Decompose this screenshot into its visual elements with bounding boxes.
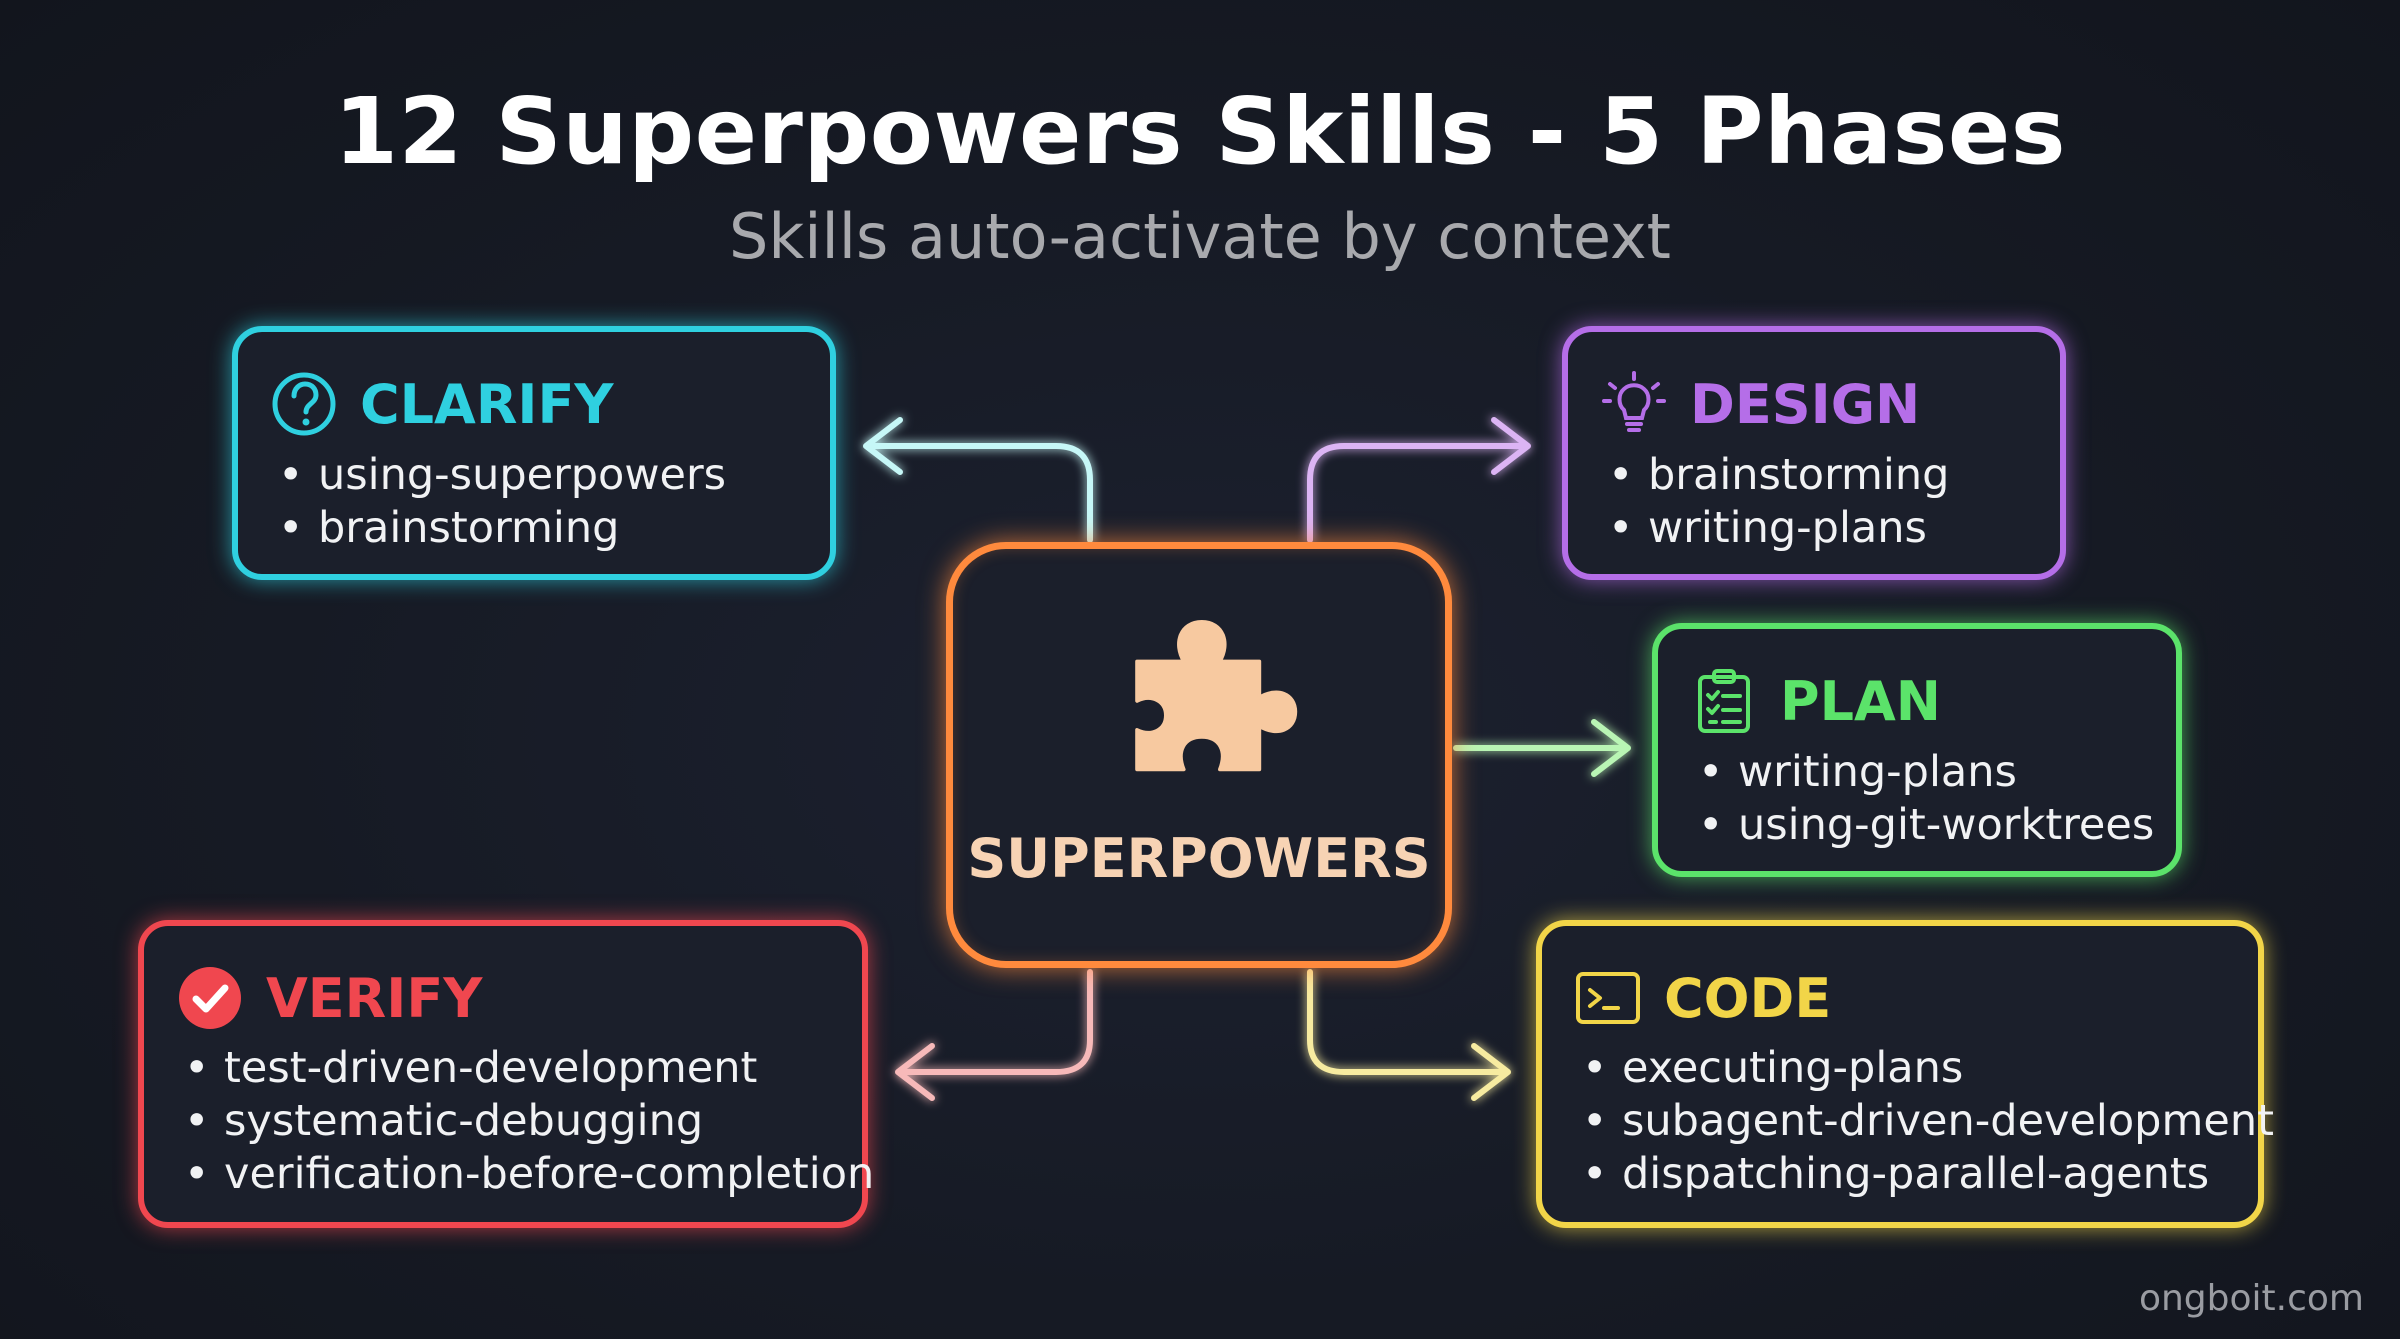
arrow-to-design [1307, 443, 1525, 543]
skill-item: brainstorming [1608, 449, 1949, 502]
check-circle-icon [176, 964, 244, 1032]
skill-list-design: brainstorming writing-plans [1608, 449, 1949, 555]
phase-title-clarify: CLARIFY [360, 372, 614, 436]
phase-card-code: CODE executing-plans subagent-driven-dev… [1536, 920, 2274, 1228]
center-label: SUPERPOWERS [967, 827, 1431, 890]
terminal-icon [1574, 964, 1642, 1032]
skill-item: writing-plans [1608, 502, 1949, 555]
clipboard-checklist-icon [1690, 667, 1758, 735]
skill-item: test-driven-development [184, 1042, 874, 1095]
skill-item: brainstorming [278, 502, 726, 555]
skill-item: using-git-worktrees [1698, 799, 2154, 852]
skill-list-plan: writing-plans using-git-worktrees [1698, 746, 2154, 852]
center-node: SUPERPOWERS [946, 542, 1452, 968]
phase-card-clarify: CLARIFY using-superpowers brainstorming [232, 326, 836, 580]
phase-title-plan: PLAN [1780, 669, 1941, 733]
arrow-to-clarify [869, 443, 1093, 543]
question-circle-icon [270, 370, 338, 438]
skill-list-clarify: using-superpowers brainstorming [278, 449, 726, 555]
lightbulb-icon [1600, 370, 1668, 438]
arrow-to-code [1307, 969, 1505, 1075]
skill-item: systematic-debugging [184, 1095, 874, 1148]
phase-card-verify: VERIFY test-driven-development systemati… [138, 920, 874, 1228]
skill-list-code: executing-plans subagent-driven-developm… [1582, 1042, 2274, 1201]
skill-item: using-superpowers [278, 449, 726, 502]
diagram-title: 12 Superpowers Skills - 5 Phases [333, 78, 2067, 185]
puzzle-piece-icon [1135, 620, 1298, 772]
arrowhead-plan [1591, 719, 1631, 777]
phase-title-design: DESIGN [1690, 372, 1921, 436]
phase-card-plan: PLAN writing-plans using-git-worktrees [1652, 623, 2182, 877]
arrowhead-code [1471, 1043, 1511, 1101]
watermark: ongboit.com [2138, 1278, 2364, 1319]
arrow-to-verify [901, 969, 1093, 1075]
skill-item: verification-before-completion [184, 1148, 874, 1201]
phase-title-verify: VERIFY [266, 966, 483, 1030]
skill-item: dispatching-parallel-agents [1582, 1148, 2274, 1201]
phase-card-design: DESIGN brainstorming writing-plans [1562, 326, 2066, 580]
phase-title-code: CODE [1664, 966, 1832, 1030]
arrowhead-design [1491, 417, 1531, 475]
arrowhead-verify [895, 1043, 935, 1101]
skill-item: subagent-driven-development [1582, 1095, 2274, 1148]
diagram-subtitle: Skills auto-activate by context [729, 200, 1671, 273]
skill-item: executing-plans [1582, 1042, 2274, 1095]
skill-item: writing-plans [1698, 746, 2154, 799]
arrowhead-clarify [863, 417, 903, 475]
skill-list-verify: test-driven-development systematic-debug… [184, 1042, 874, 1201]
